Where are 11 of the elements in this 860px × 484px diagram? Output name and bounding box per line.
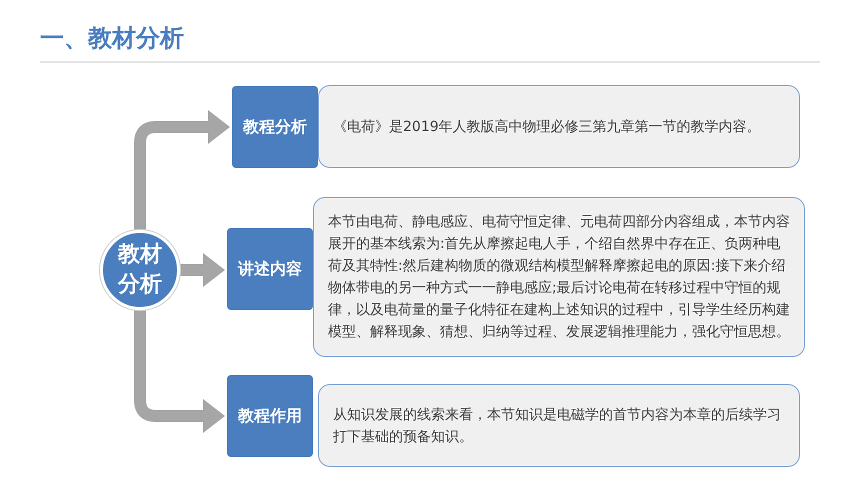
heading-box: 讲述内容 [227,228,313,310]
topic-circle: 教材分析 [100,230,180,310]
arrow [134,310,225,433]
arrow [180,253,225,287]
arrow [134,110,230,230]
text-box: 本节由电荷、静电感应、电荷守恒定律、元电荷四部分内容组成，本节内容展开的基本线索为:首先从摩擦起电人手，个绍自然界中存在正、负两种电荷及其特性:然后建构物质的微观结构模型解释摩擦起电的原因:接下来介绍物体带电的另一种方式一一静电感应;最后讨论电荷在转移过程中守恒的规律，以及电荷量的量子化特征在建构上述知识的过程中，引导学生经历构建模型、解释现象、猜想、归纳等过程、发展逻辑推理能力，强化守恒思想。 [313,197,805,357]
text-box: 《电荷》是2019年人教版高中物理必修三第九章第一节的教学内容。 [318,85,800,168]
text-box: 从知识发展的线索来看，本节知识是电磁学的首节内容为本章的后续学习打下基础的预备知识。 [318,384,800,467]
slide-title: 一、教材分析 [40,23,184,54]
heading-box: 教程分析 [232,86,318,168]
heading-box: 教程作用 [227,375,313,457]
